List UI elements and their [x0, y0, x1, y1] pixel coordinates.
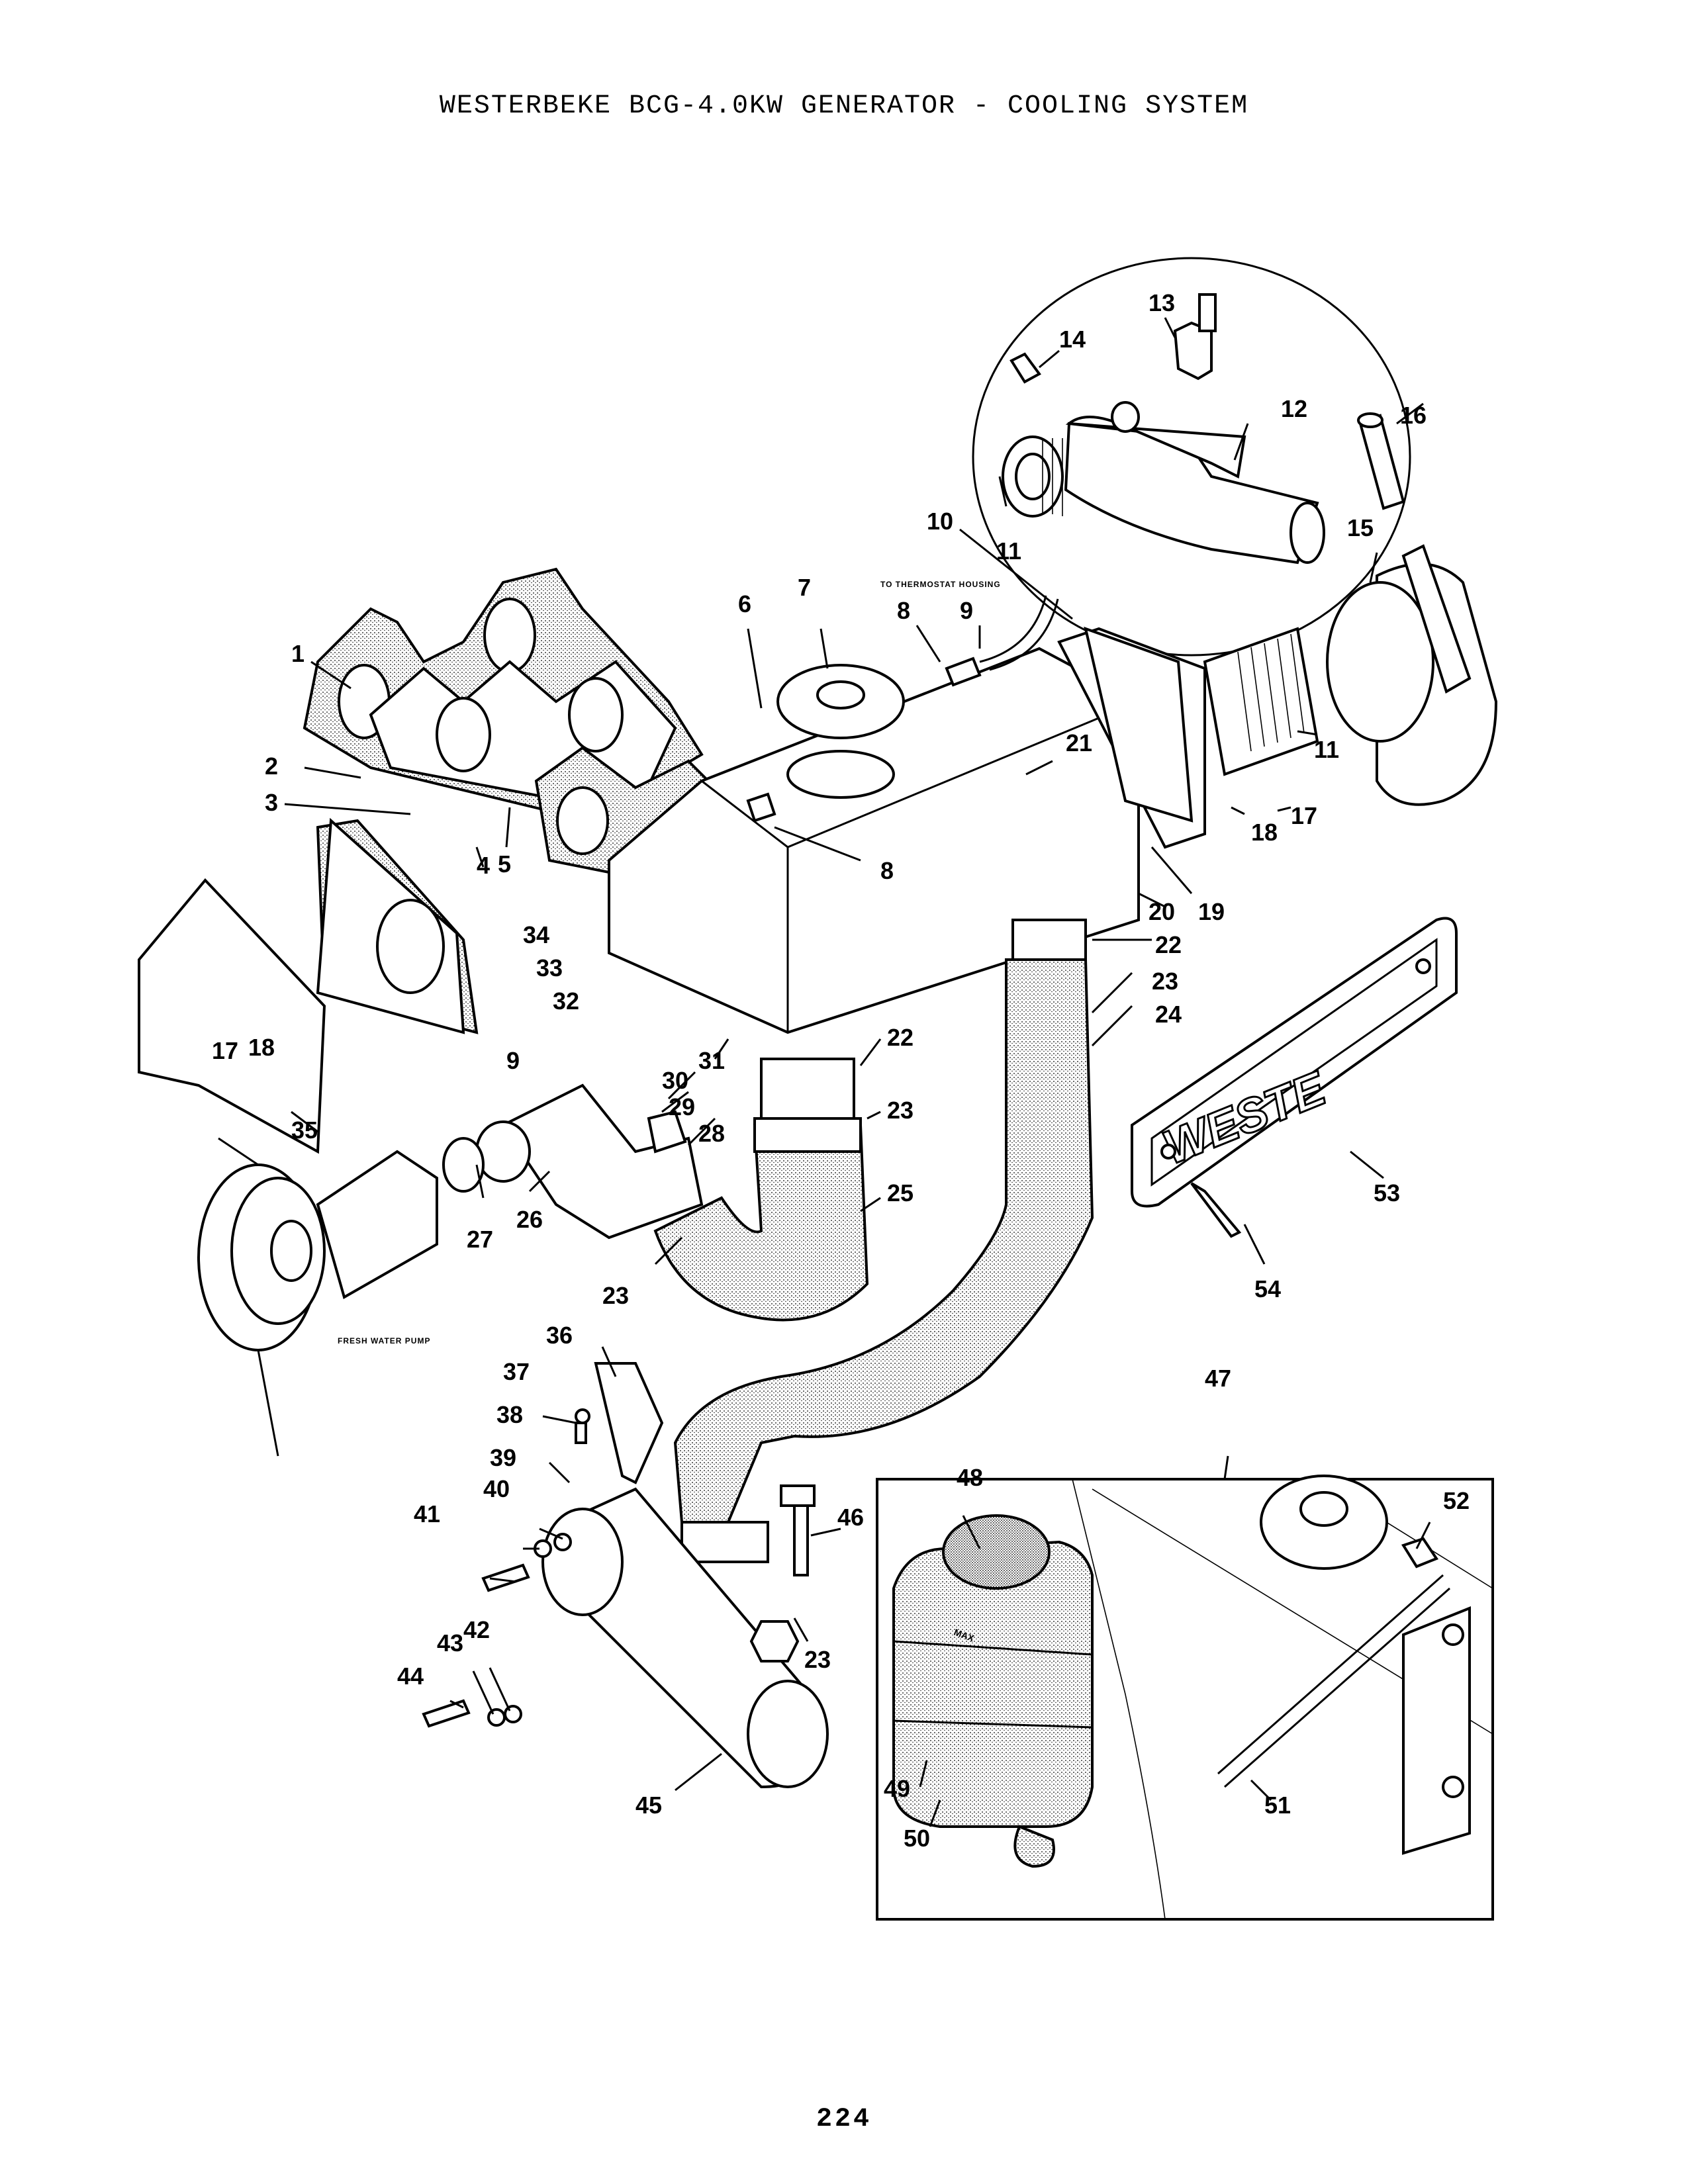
- callout-32: 32: [553, 987, 579, 1015]
- callout-17-right: 17: [1291, 802, 1317, 829]
- callout-5: 5: [498, 850, 511, 878]
- callout-24: 24: [1155, 1001, 1182, 1028]
- callout-43: 43: [437, 1629, 463, 1657]
- callout-23-mid: 23: [887, 1097, 914, 1124]
- callout-33: 33: [536, 954, 563, 981]
- callout-30: 30: [662, 1067, 688, 1094]
- callout-36: 36: [546, 1322, 573, 1349]
- callout-41: 41: [414, 1500, 440, 1527]
- fresh-water-pump: [197, 1137, 438, 1457]
- callout-29: 29: [669, 1093, 695, 1120]
- callout-52: 52: [1443, 1487, 1470, 1514]
- callout-6: 6: [738, 590, 751, 617]
- callout-13: 13: [1149, 289, 1175, 316]
- callout-45: 45: [635, 1792, 662, 1819]
- hoses: [442, 919, 1094, 1563]
- westerbeke-nameplate: WESTE: [1131, 917, 1458, 1238]
- callout-21: 21: [1066, 729, 1092, 756]
- callout-8-lower: 8: [880, 857, 894, 884]
- callout-15: 15: [1347, 514, 1374, 541]
- callout-38: 38: [496, 1401, 523, 1428]
- callout-18-right: 18: [1251, 819, 1278, 846]
- callout-19: 19: [1198, 898, 1225, 925]
- callout-48: 48: [957, 1464, 983, 1491]
- callout-49: 49: [884, 1775, 910, 1802]
- callout-27: 27: [467, 1226, 493, 1253]
- callout-4: 4: [477, 852, 490, 879]
- manifold-and-heat-exchanger: [138, 567, 1206, 1154]
- callout-12: 12: [1281, 395, 1307, 422]
- callout-25: 25: [887, 1179, 914, 1206]
- callout-54: 54: [1254, 1275, 1281, 1302]
- callout-28: 28: [698, 1120, 725, 1147]
- callout-31: 31: [698, 1047, 725, 1074]
- callout-35: 35: [291, 1116, 318, 1144]
- callout-37: 37: [503, 1358, 530, 1385]
- thermostat-housing-note: TO THERMOSTAT HOUSING: [880, 580, 1001, 589]
- page-title: WESTERBEKE BCG-4.0KW GENERATOR - COOLING…: [439, 91, 1249, 121]
- callout-11-main: 11: [1314, 736, 1339, 763]
- callout-16: 16: [1400, 402, 1427, 429]
- callout-46: 46: [837, 1504, 864, 1531]
- callout-17-left: 17: [212, 1037, 238, 1064]
- callout-14: 14: [1059, 326, 1086, 353]
- callout-11-detail: 11: [996, 537, 1021, 565]
- elbow-assembly: [1203, 412, 1498, 806]
- callout-9-plate: 9: [506, 1047, 520, 1074]
- callout-8-top: 8: [897, 597, 910, 624]
- callout-39: 39: [490, 1444, 516, 1471]
- callout-2: 2: [265, 752, 278, 780]
- callout-22-upper: 22: [1155, 931, 1182, 958]
- callout-22-lower: 22: [887, 1024, 914, 1051]
- callout-47: 47: [1205, 1365, 1231, 1392]
- lower-pipe-assembly: [422, 1362, 829, 1789]
- leader-lines: [284, 317, 1431, 1827]
- callout-40: 40: [483, 1475, 510, 1502]
- callout-7: 7: [798, 574, 811, 601]
- callout-34: 34: [523, 921, 549, 948]
- callout-44: 44: [397, 1662, 424, 1690]
- callout-18-left: 18: [248, 1034, 275, 1061]
- callout-42: 42: [463, 1616, 490, 1643]
- callout-23-lower: 23: [804, 1646, 831, 1673]
- callout-23-upper: 23: [1152, 968, 1178, 995]
- callout-9-top: 9: [960, 597, 973, 624]
- callout-53: 53: [1374, 1179, 1400, 1206]
- expansion-tank-inset: MAX: [876, 1475, 1494, 1921]
- callout-labels: 1 2 3 4 5 6 7 8 8 9 9 10 11 11 12 13 14 …: [212, 289, 1470, 1852]
- callout-50: 50: [904, 1825, 930, 1852]
- fresh-water-pump-note: FRESH WATER PUMP: [338, 1336, 430, 1345]
- callout-23-elbow: 23: [602, 1282, 629, 1309]
- callout-51: 51: [1264, 1792, 1291, 1819]
- callout-26: 26: [516, 1206, 543, 1233]
- callout-20: 20: [1149, 898, 1175, 925]
- detail-circle-fitting: [972, 257, 1411, 657]
- callout-10: 10: [927, 508, 953, 535]
- callout-1: 1: [291, 640, 305, 667]
- page-number: 224: [816, 2105, 872, 2134]
- callout-3: 3: [265, 789, 278, 816]
